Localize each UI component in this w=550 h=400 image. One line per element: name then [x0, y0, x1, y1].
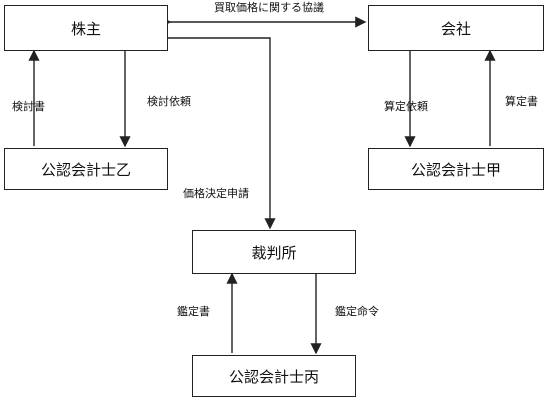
node-court: 裁判所	[192, 230, 356, 274]
node-company: 会社	[368, 5, 544, 51]
label-price-petition: 価格決定申請	[183, 187, 249, 200]
label-review-request: 検討依頼	[147, 95, 191, 108]
node-shareholder: 株主	[4, 5, 168, 51]
label-review-report: 検討書	[12, 100, 45, 113]
label-appraisal-order: 鑑定命令	[335, 305, 379, 318]
node-cpa-kou: 公認会計士甲	[368, 148, 544, 190]
label-calc-report: 算定書	[505, 95, 538, 108]
arrow-price-petition	[168, 37, 276, 230]
label-appraisal-report: 鑑定書	[177, 305, 210, 318]
label-negotiation: 買取価格に関する協議	[214, 1, 324, 14]
label-calc-request: 算定依頼	[384, 100, 428, 113]
node-cpa-otsu: 公認会計士乙	[4, 148, 168, 190]
node-cpa-hei: 公認会計士丙	[192, 355, 356, 397]
